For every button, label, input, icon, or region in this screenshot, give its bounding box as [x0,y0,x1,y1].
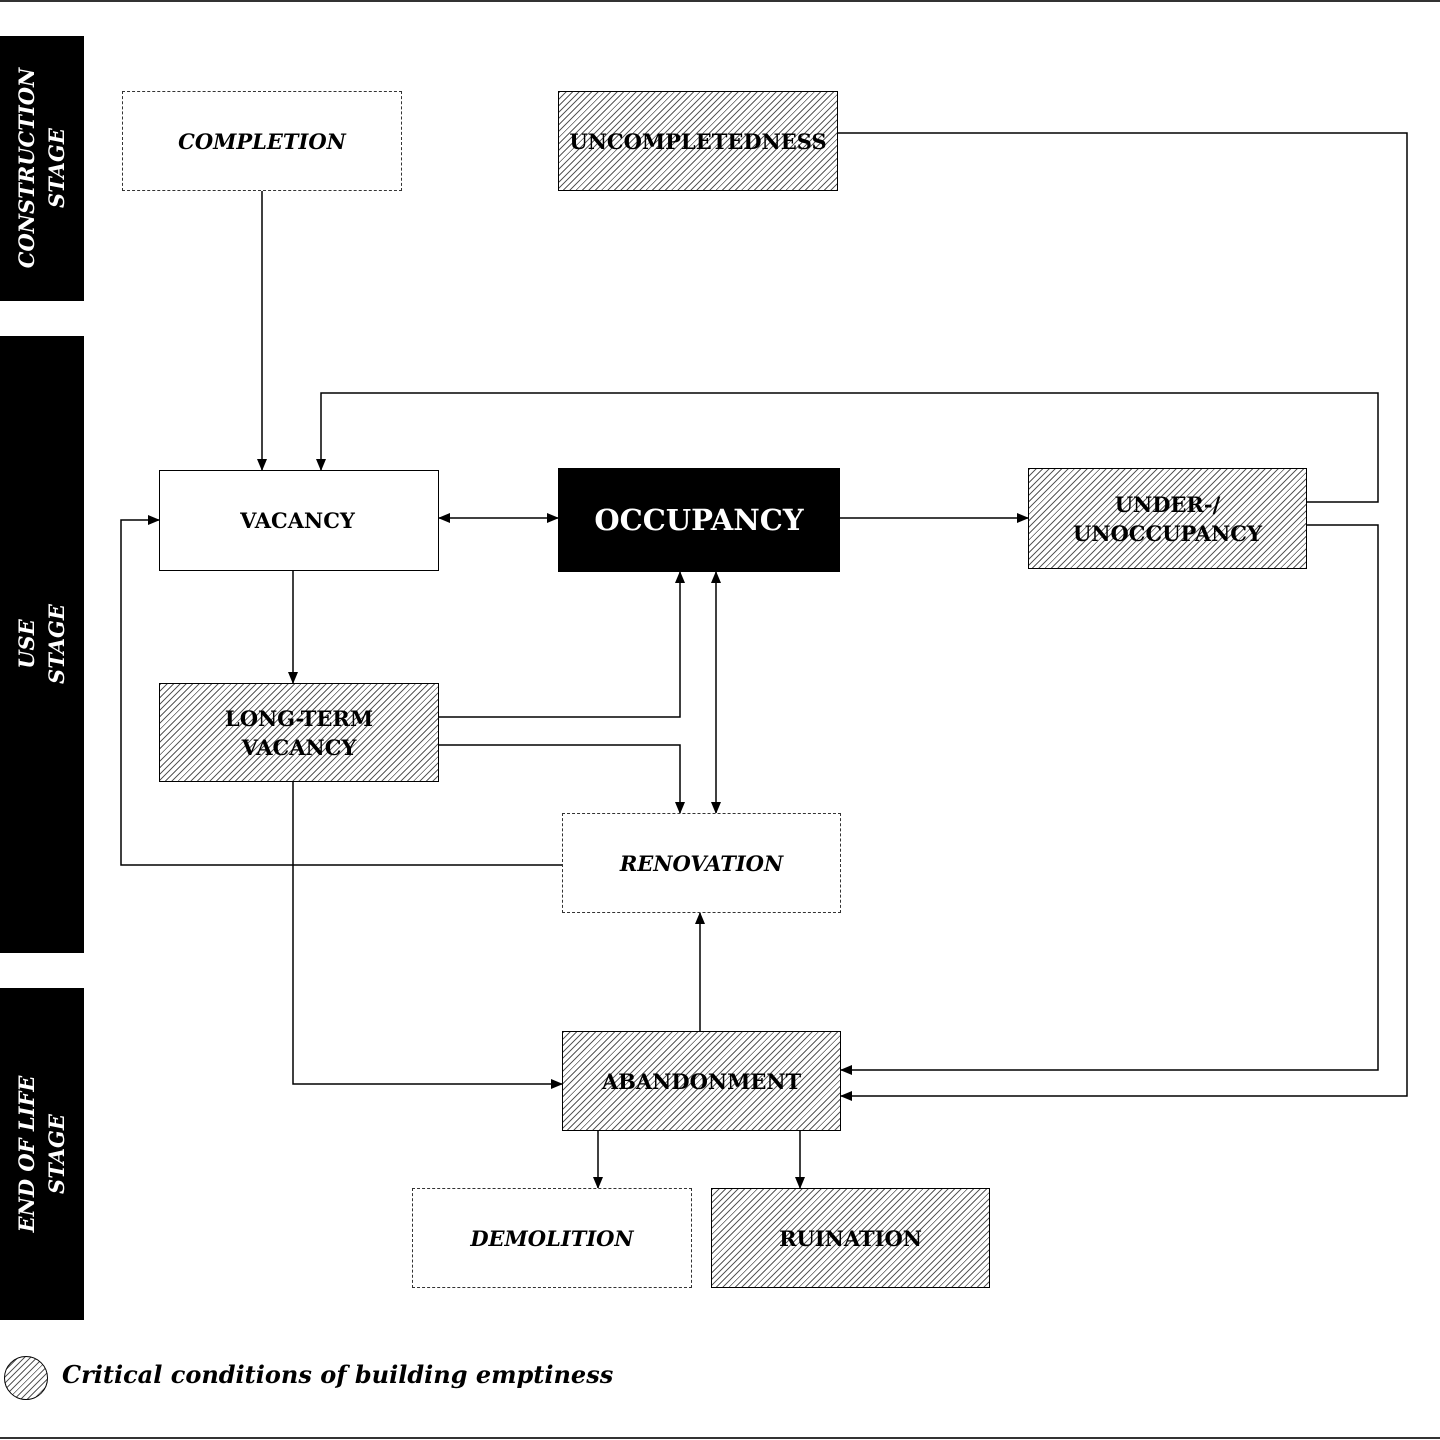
long-term-vacancy-to-renovation-arrow [439,744,685,814]
construction-stage-label: CONSTRUCTION STAGE [14,67,69,269]
top-rule [0,0,1440,2]
ruination-box: RUINATION [711,1188,990,1288]
end-of-life-stage-label: END OF LIFE STAGE [14,1075,69,1233]
end-of-life-stage-bar [0,988,84,1320]
use-stage-label: USE STAGE [14,604,69,684]
construction-stage-bar [0,36,84,301]
long-term-vacancy-to-occupancy-arrow [439,571,685,718]
use-stage-bar [0,336,84,953]
abandonment-box: ABANDONMENT [562,1031,841,1131]
demolition-box: DEMOLITION [412,1188,692,1288]
occupancy-box: OCCUPANCY [558,468,840,572]
legend-label: Critical conditions of building emptines… [62,1360,614,1389]
long-term-vacancy-box: LONG-TERM VACANCY [159,683,439,782]
long-term-vacancy-to-abandonment-arrow [292,782,563,1089]
uncompletedness-box: UNCOMPLETEDNESS [558,91,838,191]
underoccupancy-to-abandonment-arrow [840,524,1379,1075]
completion-box: COMPLETION [122,91,402,191]
underoccupancy-box: UNDER-/ UNOCCUPANCY [1028,468,1307,569]
legend-hatch-swatch [4,1356,48,1400]
bottom-rule [0,1437,1440,1439]
renovation-box: RENOVATION [562,813,841,913]
vacancy-box: VACANCY [159,470,439,571]
uncompletedness-to-abandonment-arrow [838,132,1408,1101]
